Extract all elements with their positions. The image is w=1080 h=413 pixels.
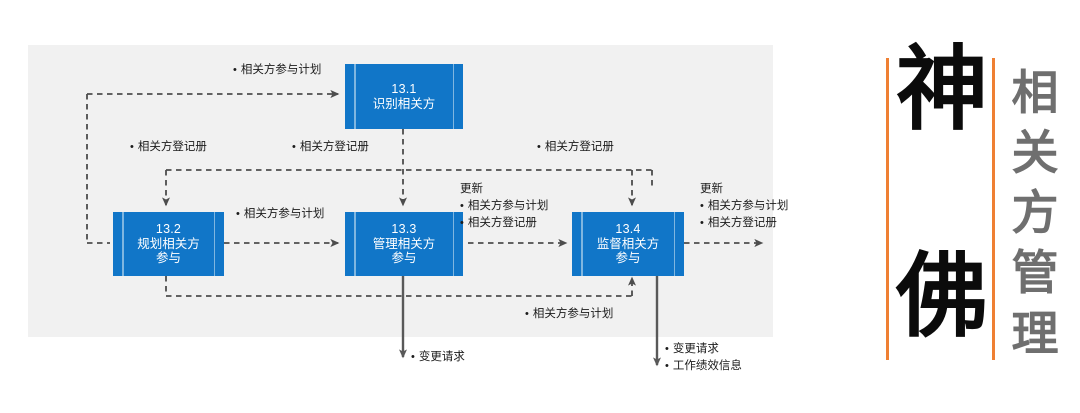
brand-char-primary: 神	[896, 36, 989, 143]
process-name-line-2: 参与	[155, 251, 181, 266]
update-mid-item-1: 相关方参与计划	[460, 198, 549, 215]
update-right-item-2: 相关方登记册	[700, 215, 788, 232]
box-right-accent	[213, 212, 215, 276]
output-right-item-1: 变更请求	[665, 341, 742, 358]
process-name-line-1: 规划相关方	[137, 236, 200, 251]
process-number: 13.2	[155, 222, 182, 237]
vertical-title-char-3: 方	[1011, 186, 1059, 242]
process-number: 13.3	[391, 222, 417, 237]
box-right-accent	[452, 212, 454, 276]
connector-layer	[86, 90, 764, 367]
process-name-line-2: 参与	[615, 251, 641, 266]
box-left-accent	[122, 212, 124, 276]
vertical-title-char-5: 理	[1011, 306, 1059, 362]
vertical-title-char-4: 管	[1011, 246, 1059, 302]
process-number: 13.4	[615, 222, 641, 237]
title-block: 神 佛 相 关 方 管 理	[866, 0, 1080, 413]
flow-label-registry-mid: 相关方登记册	[292, 140, 369, 156]
update-mid-item-2: 相关方登记册	[460, 215, 548, 232]
box-left-accent	[354, 212, 356, 276]
update-right-item-1: 相关方参与计划	[700, 198, 789, 215]
flow-label-top-plan: 相关方参与计划	[233, 63, 322, 79]
process-name-line-1: 识别相关方	[372, 96, 436, 111]
flow-label-update-mid: 更新 相关方参与计划 相关方登记册	[460, 181, 548, 232]
flow-label-outputs-right: 变更请求 工作绩效信息	[665, 341, 742, 375]
vertical-title-char-1: 相	[1011, 66, 1059, 121]
brand-char-secondary: 佛	[896, 243, 989, 350]
output-right-item-2: 工作绩效信息	[665, 358, 742, 375]
vertical-title: 相 关 方 管 理	[1002, 64, 1068, 365]
flow-label-update-right: 更新 相关方参与计划 相关方登记册	[700, 181, 788, 232]
flow-label-change-request-left: 变更请求	[411, 350, 465, 366]
process-name-line-1: 监督相关方	[596, 236, 660, 251]
update-right-heading: 更新	[700, 183, 723, 195]
box-right-accent	[452, 64, 454, 129]
accent-rule-left	[886, 58, 889, 360]
process-box-13-2[interactable]: 13.2 规划相关方 参与	[113, 212, 224, 276]
flow-label-plan-bottom: 相关方参与计划	[525, 307, 614, 323]
flow-label-registry-right: 相关方登记册	[537, 140, 614, 156]
vertical-title-char-2: 关	[1011, 126, 1059, 182]
process-number: 13.1	[391, 82, 417, 96]
process-name-line-2: 参与	[391, 251, 417, 266]
update-mid-heading: 更新	[460, 183, 483, 195]
process-flow-diagram: 13.1 识别相关方 13.2 规划相关方 参与 13.3 管理相关方 参与 1…	[0, 0, 840, 413]
flow-label-plan-mid: 相关方参与计划	[236, 207, 325, 223]
process-box-13-1[interactable]: 13.1 识别相关方	[345, 64, 463, 129]
box-left-accent	[354, 64, 356, 129]
accent-rule-right	[992, 58, 995, 360]
process-name-line-1: 管理相关方	[372, 236, 436, 251]
flow-label-registry-left: 相关方登记册	[130, 140, 207, 156]
box-right-accent	[673, 212, 675, 276]
box-left-accent	[581, 212, 583, 276]
process-box-13-3[interactable]: 13.3 管理相关方 参与	[345, 212, 463, 276]
process-box-13-4[interactable]: 13.4 监督相关方 参与	[572, 212, 684, 276]
